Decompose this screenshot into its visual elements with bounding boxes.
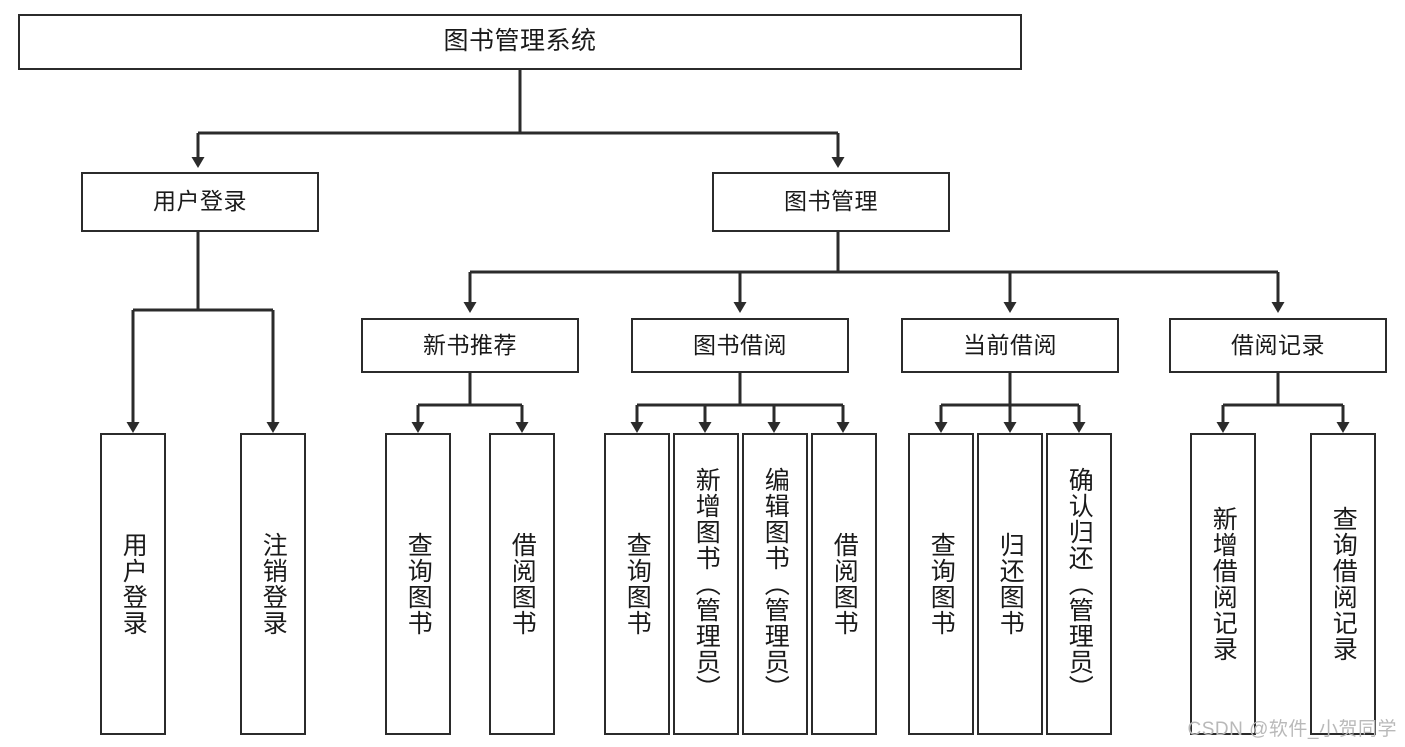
node-leaf-borrow-book-1[interactable]: 借阅图书 bbox=[489, 433, 555, 735]
node-leaf-query-record-label: 查询借阅记录 bbox=[1329, 506, 1358, 662]
node-leaf-add-record-label: 新增借阅记录 bbox=[1209, 506, 1238, 662]
node-book-borrow[interactable]: 图书借阅 bbox=[631, 318, 849, 373]
node-leaf-confirm-return-label: 确认归还（管理员） bbox=[1065, 467, 1094, 701]
node-leaf-logout[interactable]: 注销登录 bbox=[240, 433, 306, 735]
node-leaf-add-book[interactable]: 新增图书（管理员） bbox=[673, 433, 739, 735]
node-current-borrow-label: 当前借阅 bbox=[963, 331, 1057, 358]
node-leaf-query-book-1-label: 查询图书 bbox=[404, 532, 433, 636]
node-user-login[interactable]: 用户登录 bbox=[81, 172, 319, 232]
node-leaf-query-record[interactable]: 查询借阅记录 bbox=[1310, 433, 1376, 735]
node-leaf-query-book-3-label: 查询图书 bbox=[927, 532, 956, 636]
node-leaf-user-login-label: 用户登录 bbox=[119, 532, 148, 636]
node-leaf-borrow-book-2[interactable]: 借阅图书 bbox=[811, 433, 877, 735]
node-leaf-query-book-1[interactable]: 查询图书 bbox=[385, 433, 451, 735]
node-book-borrow-label: 图书借阅 bbox=[693, 331, 787, 358]
node-leaf-return-book[interactable]: 归还图书 bbox=[977, 433, 1043, 735]
node-leaf-edit-book-label: 编辑图书（管理员） bbox=[761, 467, 790, 701]
node-leaf-borrow-book-2-label: 借阅图书 bbox=[830, 532, 859, 636]
node-leaf-borrow-book-1-label: 借阅图书 bbox=[508, 532, 537, 636]
node-borrow-record-label: 借阅记录 bbox=[1231, 331, 1325, 358]
node-leaf-confirm-return[interactable]: 确认归还（管理员） bbox=[1046, 433, 1112, 735]
node-root-system-label: 图书管理系统 bbox=[443, 27, 597, 56]
node-new-book-recommend[interactable]: 新书推荐 bbox=[361, 318, 579, 373]
node-leaf-add-book-label: 新增图书（管理员） bbox=[692, 467, 721, 701]
node-leaf-query-book-2[interactable]: 查询图书 bbox=[604, 433, 670, 735]
node-book-management[interactable]: 图书管理 bbox=[712, 172, 950, 232]
node-leaf-return-book-label: 归还图书 bbox=[996, 532, 1025, 636]
node-leaf-add-record[interactable]: 新增借阅记录 bbox=[1190, 433, 1256, 735]
node-leaf-query-book-3[interactable]: 查询图书 bbox=[908, 433, 974, 735]
node-leaf-user-login[interactable]: 用户登录 bbox=[100, 433, 166, 735]
node-book-management-label: 图书管理 bbox=[784, 188, 878, 215]
node-current-borrow[interactable]: 当前借阅 bbox=[901, 318, 1119, 373]
node-user-login-label: 用户登录 bbox=[153, 188, 247, 215]
node-leaf-edit-book[interactable]: 编辑图书（管理员） bbox=[742, 433, 808, 735]
node-new-book-recommend-label: 新书推荐 bbox=[423, 331, 517, 358]
csdn-watermark: CSDN @软件_小贺同学 bbox=[1187, 719, 1397, 740]
node-leaf-query-book-2-label: 查询图书 bbox=[623, 532, 652, 636]
node-root-system[interactable]: 图书管理系统 bbox=[18, 14, 1022, 70]
node-borrow-record[interactable]: 借阅记录 bbox=[1169, 318, 1387, 373]
node-leaf-logout-label: 注销登录 bbox=[259, 532, 288, 636]
